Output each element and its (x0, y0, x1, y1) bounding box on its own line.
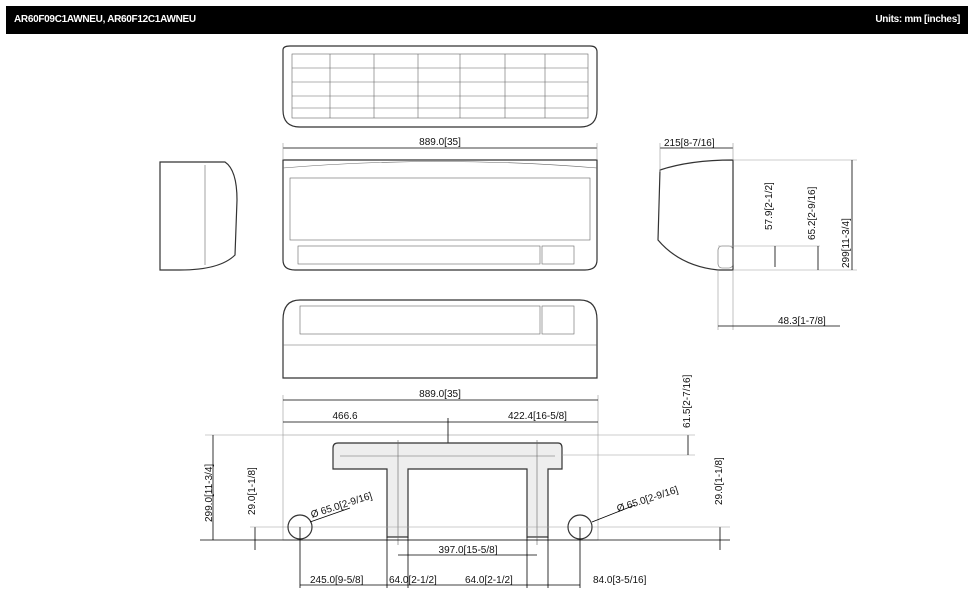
side-depth-label: 215[8-7/16] (664, 138, 715, 149)
hole-right-offset-label: 84.0[3-5/16] (593, 575, 647, 586)
top-view (282, 45, 598, 128)
front-width-label: 889.0[35] (419, 137, 461, 148)
pipe-height-2-label: 65.2[2-9/16] (807, 186, 818, 240)
pipe-offset-label: 48.3[1-7/8] (778, 316, 826, 327)
hole-left-height-label: 29.0[1-1/8] (247, 467, 258, 515)
unit-height-label: 299[11-3/4] (841, 218, 852, 268)
right-side-view: 215[8-7/16] 57.9[2-1/2] 65.2[2-9/16] 299… (657, 138, 857, 330)
leg-spacing-label: 397.0[15-5/8] (439, 545, 498, 556)
bottom-view (282, 299, 598, 379)
hole-left-dia-label: Ø 65.0[2-9/16] (310, 491, 374, 521)
leg-left-width-label: 64.0[2-1/2] (389, 575, 437, 586)
hole-right-height-label: 29.0[1-1/8] (714, 457, 725, 505)
hole-left-offset-label: 245.0[9-5/8] (310, 575, 364, 586)
left-side-view (159, 161, 238, 271)
plate-right-label: 422.4[16-5/8] (508, 411, 567, 422)
leg-right-width-label: 64.0[2-1/2] (465, 575, 513, 586)
title-bar: AR60F09C1AWNEU, AR60F12C1AWNEU Units: mm… (6, 6, 968, 34)
hole-right-dia-label: Ø 65.0[2-9/16] (616, 485, 680, 515)
units-label: Units: mm [inches] (875, 14, 960, 25)
plate-left-label: 466.6 (332, 411, 357, 422)
plate-width-label: 889.0[35] (419, 389, 461, 400)
plate-top-label: 61.5[2-7/16] (682, 374, 693, 428)
plate-height-label: 299.0[11-3/4] (204, 464, 215, 522)
model-names: AR60F09C1AWNEU, AR60F12C1AWNEU (14, 14, 196, 25)
installation-plate-view: 889.0[35] 466.6 422.4[16-5/8] 61.5[2-7/1… (200, 374, 730, 588)
pipe-height-1-label: 57.9[2-1/2] (764, 182, 775, 230)
front-view: 889.0[35] (282, 137, 598, 271)
